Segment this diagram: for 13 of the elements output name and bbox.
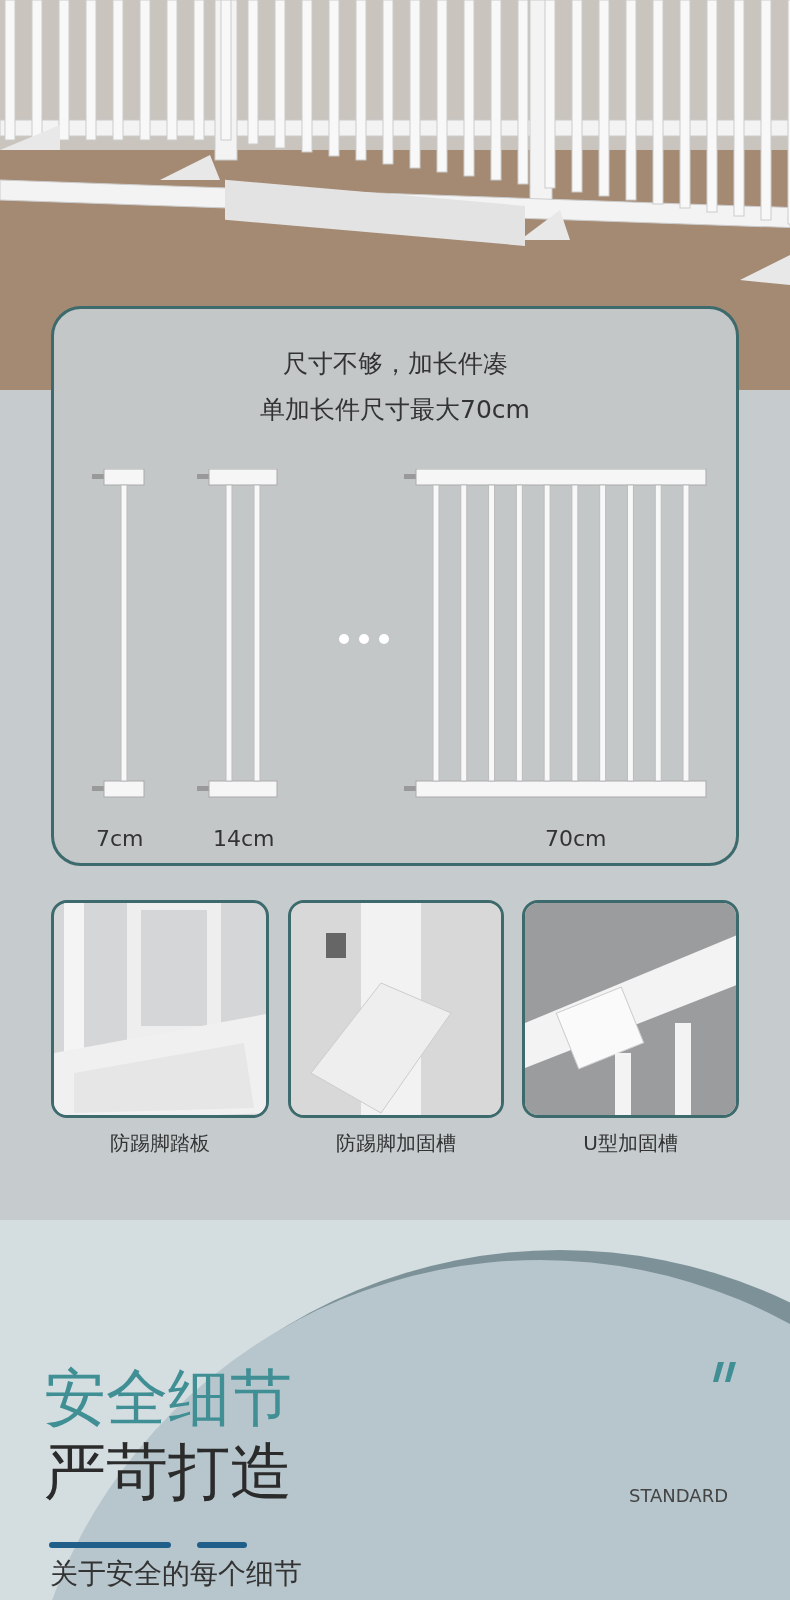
- info-panel: [51, 306, 739, 866]
- photo-caption: 防踢脚加固槽: [335, 1130, 457, 1157]
- panel-heading: 尺寸不够，加长件凑: [281, 348, 509, 380]
- panel-heading: 单加长件尺寸最大70cm: [259, 394, 531, 426]
- size-label: 70cm: [545, 826, 607, 852]
- slogan-heading: 严苛打造: [44, 1436, 292, 1508]
- size-label: 7cm: [96, 826, 144, 852]
- slogan-subtitle: 关于安全的每个细节: [50, 1558, 302, 1591]
- size-label: 14cm: [213, 826, 275, 852]
- slogan-heading: 安全细节: [44, 1362, 292, 1434]
- standard-label: STANDARD: [629, 1486, 729, 1507]
- photo-caption: U型加固槽: [582, 1130, 679, 1157]
- photo-caption: 防踢脚踏板: [109, 1130, 211, 1157]
